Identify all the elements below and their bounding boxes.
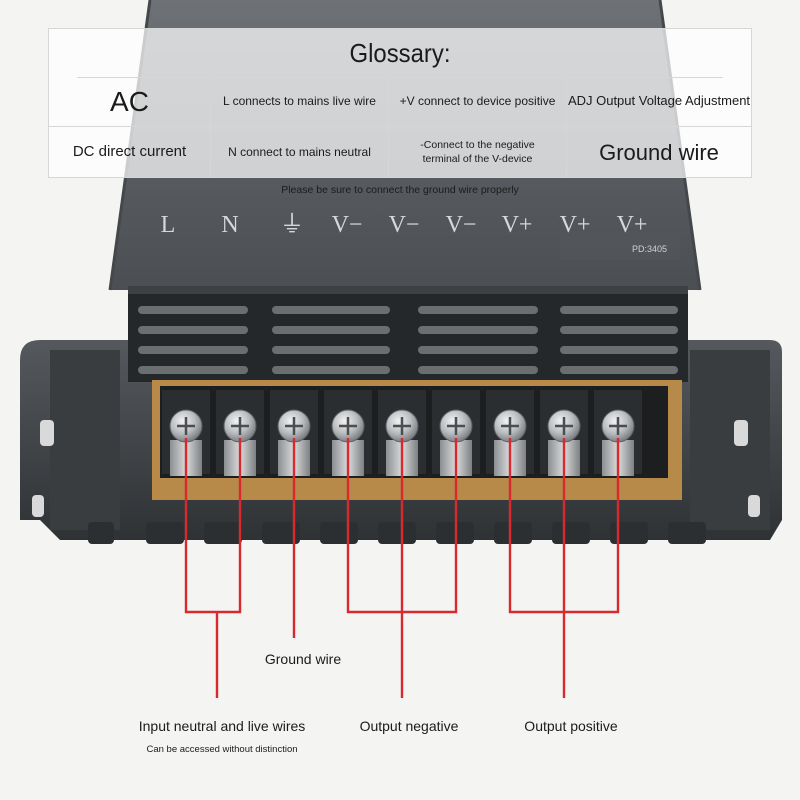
glossary-cell-l: L connects to mains live wire [211, 77, 389, 127]
vent-slot [138, 326, 248, 334]
glossary-cell-ac: AC [49, 77, 211, 127]
lower-vent-slot [88, 522, 114, 544]
housing-terminal-label: N [221, 212, 238, 238]
lower-vent-slot [494, 522, 532, 544]
wiring-diagram [184, 438, 620, 698]
callout-ground-wire: Ground wire [264, 651, 342, 667]
glossary-cell-plus-v: +V connect to device positive [389, 77, 567, 127]
vent-slot [418, 346, 538, 354]
callout-input-subtext: Can be accessed without distinction [146, 744, 298, 755]
housing-terminal-labels: L N ⏚ V− V− V− V+ V+ V+ [161, 212, 648, 238]
vent-slot [272, 326, 390, 334]
glossary-cell-dc: DC direct current [49, 127, 211, 178]
terminal-cover [128, 286, 688, 382]
vent-slot [138, 366, 248, 374]
lower-vent-row [88, 522, 706, 544]
wire-segment [184, 438, 242, 614]
lower-vent-slot [146, 522, 184, 544]
lower-vent-slot [552, 522, 590, 544]
vent-slot [272, 366, 390, 374]
callout-output-negative: Output negative [359, 718, 459, 734]
vent-slot [560, 366, 678, 374]
vent-slot [560, 306, 678, 314]
mounting-slot [734, 420, 748, 446]
lower-vent-slot [668, 522, 706, 544]
terminal-block [152, 380, 682, 500]
housing-terminal-label: V− [446, 212, 477, 238]
ground-warning-note: Please be sure to connect the ground wir… [281, 184, 519, 196]
vent-slot [138, 346, 248, 354]
glossary-cell-minus-v: -Connect to the negative terminal of the… [389, 127, 567, 178]
mounting-slot [32, 495, 44, 517]
vent-slot [418, 366, 538, 374]
glossary-title: Glossary: [77, 29, 723, 78]
vent-slot [418, 326, 538, 334]
housing-terminal-label: L [161, 212, 176, 238]
callout-output-positive: Output positive [524, 718, 618, 734]
glossary-cell-ground: Ground wire [599, 139, 719, 165]
vent-slot [272, 306, 390, 314]
vent-slot [560, 346, 678, 354]
vent-slot [560, 326, 678, 334]
mounting-slot [40, 420, 54, 446]
lower-vent-slot [204, 522, 242, 544]
housing-terminal-label: V+ [560, 212, 591, 238]
glossary-cell-adj: ADJ Output Voltage Adjustment [567, 77, 751, 127]
vent-slot [418, 306, 538, 314]
lower-vent-slot [320, 522, 358, 544]
lower-vent-slot [378, 522, 416, 544]
mounting-slot [748, 495, 760, 517]
glossary-cell-n: N connect to mains neutral [211, 127, 389, 178]
housing-terminal-label: V+ [502, 212, 533, 238]
model-code: PD:3405 [632, 244, 667, 254]
vent-slots [138, 306, 678, 374]
glossary-table: Glossary: AC L connects to mains live wi… [48, 28, 752, 178]
lower-vent-slot [610, 522, 648, 544]
housing-terminal-label: V− [389, 212, 420, 238]
lower-vent-slot [262, 522, 300, 544]
housing-terminal-label: ⏚ [280, 212, 304, 238]
terminal-screw[interactable] [378, 390, 426, 476]
housing-terminal-label: V+ [617, 212, 648, 238]
callout-input-wires: Input neutral and live wires [138, 718, 306, 734]
vent-slot [272, 346, 390, 354]
housing-terminal-label: V− [332, 212, 363, 238]
vent-slot [138, 306, 248, 314]
